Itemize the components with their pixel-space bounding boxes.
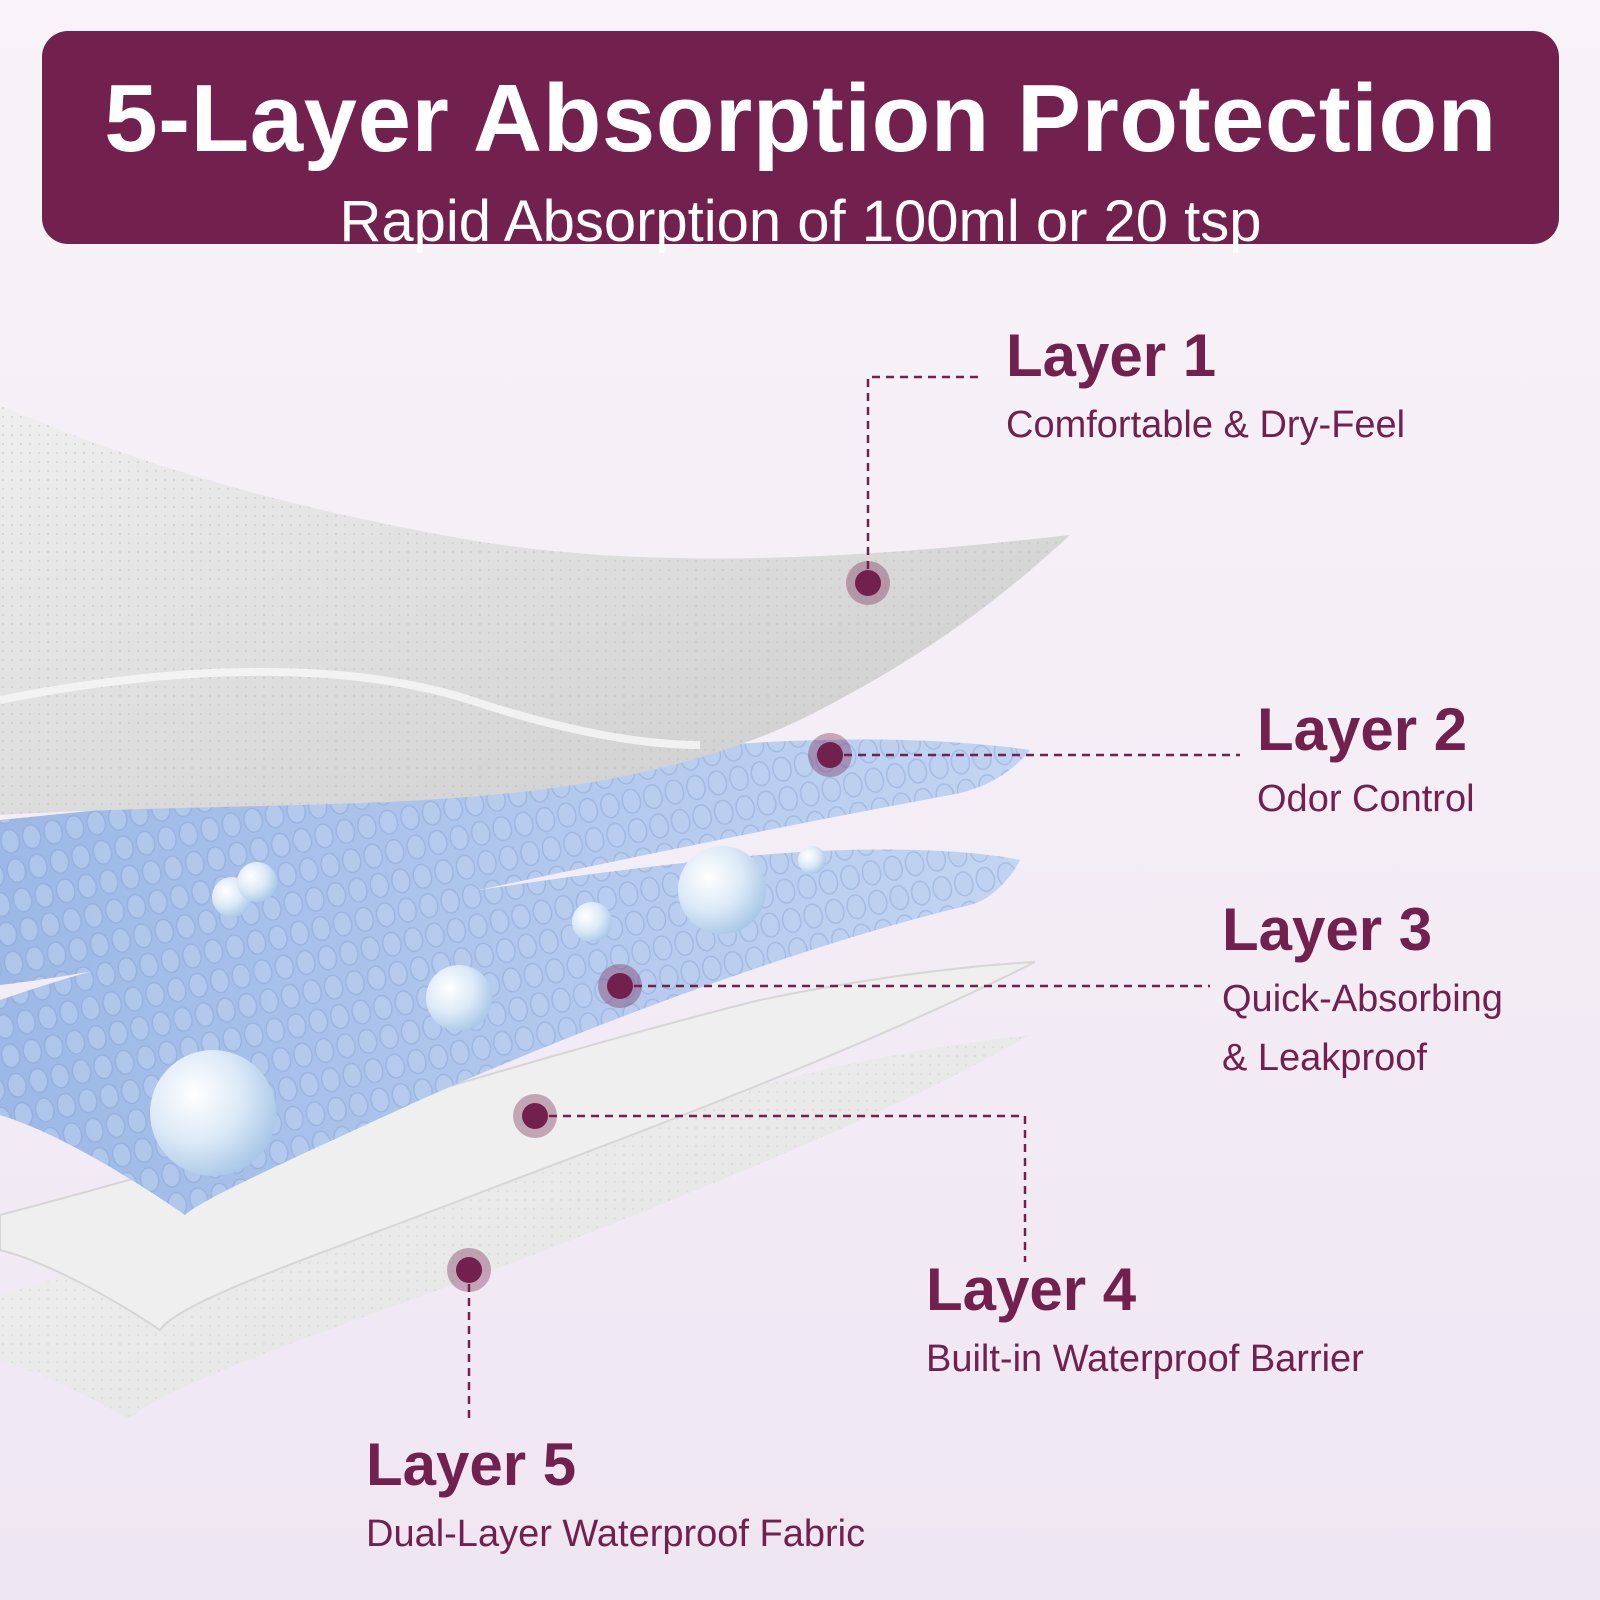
water-bead xyxy=(572,902,612,942)
layer-1-title: Layer 1 xyxy=(1006,322,1217,389)
layer-2-description: Odor Control xyxy=(1257,778,1475,820)
layer-4-title: Layer 4 xyxy=(926,1256,1137,1323)
layer-2-title: Layer 2 xyxy=(1257,696,1468,763)
water-bead xyxy=(798,846,826,874)
leader-line-4 xyxy=(535,1114,1027,1262)
layer-5-description: Dual-Layer Waterproof Fabric xyxy=(366,1513,866,1555)
layer-3-callout: Layer 3 Quick-Absorbing & Leakproof xyxy=(1222,900,1503,1088)
layer-1-description: Comfortable & Dry-Feel xyxy=(1006,404,1406,446)
water-bead xyxy=(678,846,766,934)
layer-5-callout: Layer 5 Dual-Layer Waterproof Fabric xyxy=(366,1435,865,1564)
layer-4-description: Built-in Waterproof Barrier xyxy=(926,1338,1364,1380)
layer-4-callout: Layer 4 Built-in Waterproof Barrier xyxy=(926,1260,1364,1389)
layer-1-callout: Layer 1 Comfortable & Dry-Feel xyxy=(1006,326,1405,455)
layer-3-description-line-1: Quick-Absorbing xyxy=(1222,978,1503,1020)
water-bead xyxy=(150,1050,276,1176)
water-bead xyxy=(426,965,492,1031)
layer-4-sheet xyxy=(0,961,1036,1332)
page-title: 5-Layer Absorption Protection xyxy=(104,65,1497,172)
layer-5-title: Layer 5 xyxy=(366,1431,577,1498)
layer-3-description-line-2: & Leakproof xyxy=(1222,1036,1427,1079)
title-banner: 5-Layer Absorption Protection Rapid Abso… xyxy=(42,31,1559,251)
page-subtitle: Rapid Absorption of 100ml or 20 tsp xyxy=(339,189,1262,254)
layer-2-callout: Layer 2 Odor Control xyxy=(1257,700,1475,829)
layer-3-title: Layer 3 xyxy=(1222,896,1433,963)
water-bead xyxy=(237,862,277,902)
